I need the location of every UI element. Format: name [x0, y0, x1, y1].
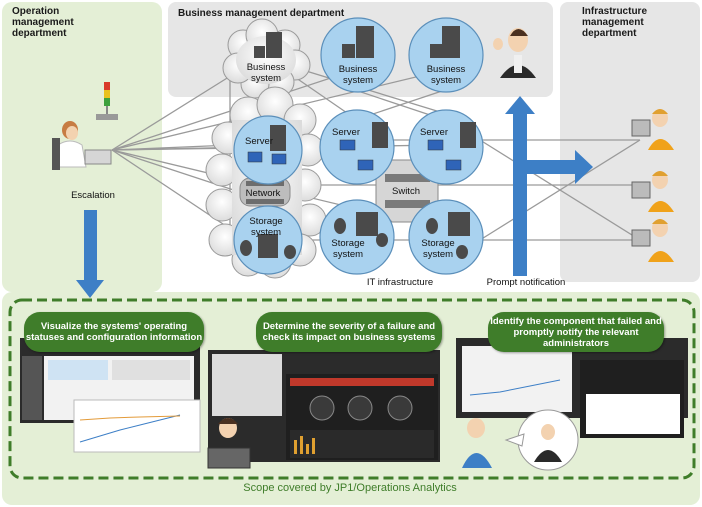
business-system-cloud-label: Business system — [246, 62, 286, 84]
analyst-person-icon — [207, 418, 251, 469]
server-label-1: Server — [332, 127, 360, 138]
business-manager-icon — [493, 28, 536, 78]
scope-label: Scope covered by JP1/Operations Analytic… — [243, 482, 457, 494]
operation-dept-title: Operation management department — [12, 6, 74, 39]
monitor-icon — [247, 139, 462, 171]
switch-label: Switch — [392, 186, 420, 197]
business-cloud — [222, 18, 311, 99]
server-label-2: Server — [420, 127, 448, 138]
prompt-notification-arrow — [505, 96, 593, 276]
storage-node-2 — [408, 199, 484, 275]
switch-device — [385, 174, 430, 182]
infrastructure-dept-title: Infrastructure management department — [582, 6, 648, 39]
server-node-cloud — [233, 115, 303, 185]
business-dept-title: Business management department — [178, 8, 345, 19]
it-infrastructure-label: IT infrastructure — [366, 277, 434, 288]
scope-border — [8, 298, 696, 480]
step-visualize-pill: Visualize the systems' operating statuse… — [24, 312, 204, 352]
infrastructure-dept-panel — [560, 2, 700, 282]
server-cloud-label: Server — [245, 136, 273, 147]
infra-admin-icons — [631, 109, 674, 262]
escalation-arrow — [76, 210, 104, 298]
business-system-label-2: Business system — [426, 64, 466, 86]
screenshot-visualize — [20, 338, 201, 453]
step-determine-pill: Determine the severity of a failure and … — [256, 312, 442, 352]
screenshot-determine — [208, 350, 440, 462]
storage-cloud-label: Storage system — [249, 216, 283, 238]
network-label: Network — [245, 188, 281, 199]
notifying-person-icon — [462, 418, 492, 468]
screenshot-identify — [456, 338, 688, 438]
operator-person-icon — [52, 121, 112, 170]
step-identify-pill: Identify the component that failed and p… — [488, 312, 664, 352]
building-icon — [254, 26, 460, 58]
escalation-label: Escalation — [71, 190, 115, 201]
prompt-notification-label: Prompt notification — [486, 277, 566, 288]
signal-tower-icon — [96, 82, 118, 120]
server-icon — [270, 122, 476, 151]
business-system-label-1: Business system — [338, 64, 378, 86]
storage-icon — [240, 212, 470, 259]
storage-label-2: Storage system — [421, 238, 455, 260]
speech-bubble-icon — [504, 409, 579, 471]
storage-label-1: Storage system — [331, 238, 365, 260]
